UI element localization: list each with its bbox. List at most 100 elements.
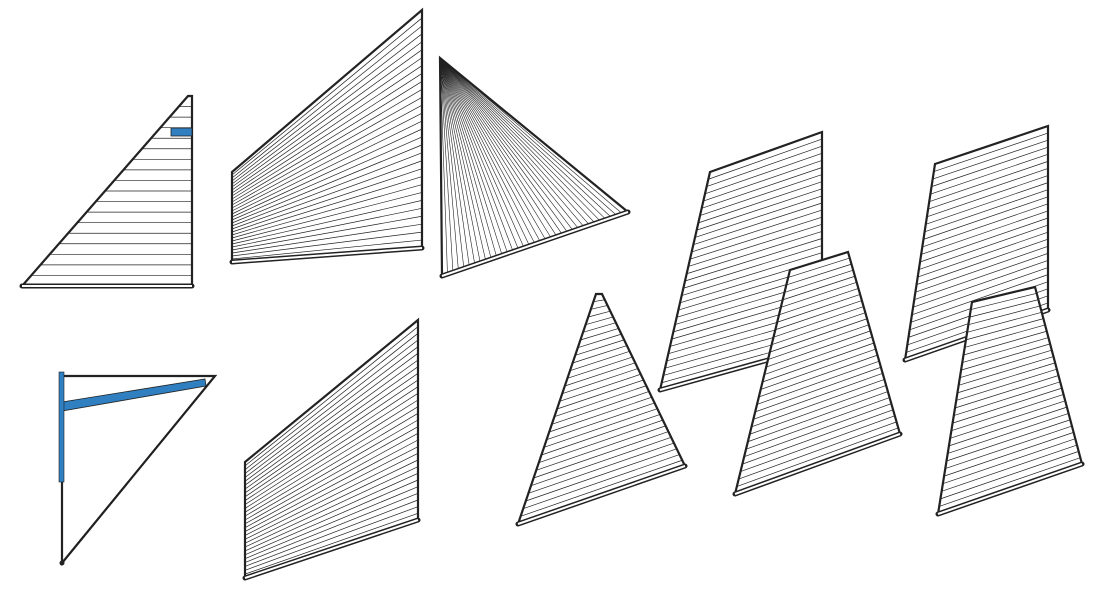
- fan-blind-pleat: [439, 57, 618, 216]
- trapezoid-blind-3-pleat: [933, 132, 1049, 172]
- triangle-blind-pleat: [593, 299, 605, 303]
- slanted-blind-top-pleat: [231, 223, 423, 254]
- slanted-blind-bottom-pleat: [244, 399, 419, 509]
- slanted-blind-top-pleat: [231, 104, 423, 209]
- trapezoid-blind-2-pleat: [788, 257, 850, 278]
- trapezoid-blind-3-pleat: [924, 189, 1049, 233]
- trapezoid-blind-3-pleat: [931, 146, 1049, 187]
- trapezoid-blind-1-pleat: [699, 174, 823, 216]
- fan-blind-pleat: [439, 57, 590, 226]
- trapezoid-blind-1-pleat: [693, 202, 823, 245]
- fan-blind-pleat: [439, 57, 454, 273]
- trapezoid-blind-1-pleat: [691, 209, 823, 253]
- trapezoid-blind-3-pleat: [926, 175, 1049, 218]
- trapezoid-blind-4-pleat: [970, 292, 1037, 310]
- trapezoid-blind-2-pleat: [740, 415, 895, 472]
- triangle-blind-pleat: [556, 379, 644, 410]
- fan-blind-pleat: [439, 57, 623, 215]
- triangle-blind-pleat: [523, 454, 680, 509]
- trapezoid-blind-1-pleat: [689, 216, 823, 260]
- slanted-blind-top-pleat: [231, 17, 423, 176]
- slanted-blind-top-pleat: [231, 160, 423, 230]
- slanted-blind-bottom-pleat: [244, 353, 419, 482]
- trapezoid-blind-1-pleat: [696, 188, 823, 231]
- triangle-blind-bottom-left-pleat: [61, 375, 216, 564]
- trapezoid-blind-3-pleat: [915, 245, 1049, 293]
- fan-blind-pleat: [439, 57, 481, 263]
- fan-blind-pleat: [439, 57, 558, 237]
- trapezoid-blind-2-pleat: [745, 397, 890, 450]
- fan-blind-pleat: [439, 57, 579, 230]
- triangle-blind-pleat: [564, 362, 636, 387]
- blue-headrail-bracket: [170, 127, 193, 137]
- triangle-blind-pleat: [525, 448, 677, 502]
- slanted-blind-top-pleat: [231, 120, 423, 215]
- slanted-blind-top-pleat: [231, 73, 423, 197]
- trapezoid-blind-2-pleat: [773, 306, 864, 338]
- trapezoid-blind-3-pleat: [912, 260, 1049, 308]
- slanted-blind-bottom-pleat: [244, 466, 419, 548]
- slanted-blind-bottom-pleat: [244, 393, 419, 505]
- triangle-blind-pleat: [554, 385, 647, 417]
- trapezoid-blind-4-pleat: [954, 375, 1059, 409]
- slanted-blind-top-pleat: [231, 96, 423, 206]
- slanted-blind-top-pleat: [231, 192, 423, 242]
- trapezoid-blind-2-pleat: [744, 403, 892, 457]
- triangle-blind-pleat: [577, 333, 622, 349]
- trapezoid-blind-2-pleat: [780, 282, 857, 308]
- trapezoid-blind-4-pleat: [951, 394, 1064, 432]
- fan-blind-bottom-rail-inner: [441, 211, 629, 277]
- trapezoid-blind-2-pleat: [786, 263, 852, 286]
- fan-blind-pleat: [439, 57, 530, 247]
- triangle-blind-pleat: [575, 339, 625, 356]
- trapezoid-blind-4-pleat: [943, 432, 1074, 477]
- slanted-blind-top-pleat: [231, 200, 423, 245]
- slanted-blind-top-pleat: [231, 112, 423, 212]
- trapezoid-blind-4-pleat: [968, 305, 1041, 326]
- trapezoid-blind-1-pleat: [688, 223, 823, 267]
- trapezoid-blind-2-pleat: [738, 421, 897, 480]
- slanted-blind-bottom-pleat: [244, 366, 419, 490]
- trapezoid-blind-2-pleat: [747, 391, 888, 443]
- trapezoid-blind-2-pleat: [775, 300, 862, 331]
- fan-blind-pleat: [439, 57, 514, 252]
- fan-blind-pleat: [439, 57, 541, 243]
- trapezoid-blind-4-pleat: [939, 457, 1081, 507]
- fan-blind-pleat: [439, 57, 476, 265]
- trapezoid-blind-1-pleat: [684, 238, 823, 282]
- slanted-blind-bottom-pleat: [244, 439, 419, 532]
- slanted-blind-top-pleat: [231, 89, 423, 203]
- trapezoid-blind-2-pleat: [771, 312, 866, 345]
- trapezoid-blind-4-pleat: [962, 337, 1049, 363]
- slanted-blind-top-pleat: [231, 215, 423, 251]
- slanted-blind-top-pleat: [231, 176, 423, 236]
- fan-blind-pleat: [439, 57, 585, 228]
- trapezoid-blind-3-pleat: [929, 161, 1049, 203]
- triangle-blind-pleat: [569, 351, 630, 371]
- fan-blind-pleat: [439, 57, 601, 222]
- slanted-blind-bottom-pleat: [244, 413, 419, 517]
- trapezoid-blind-2-pleat: [736, 427, 899, 487]
- fan-blind-pleat: [439, 57, 547, 241]
- trapezoid-blind-4-pleat: [941, 444, 1078, 492]
- triangle-blind-pleat: [528, 442, 675, 494]
- slanted-blind-bottom-pleat: [244, 359, 419, 486]
- trapezoid-blind-3-pleat: [918, 224, 1049, 270]
- triangle-blind-pleat: [582, 322, 616, 333]
- triangle-blind-pleat: [520, 459, 683, 517]
- slanted-blind-top-pleat: [231, 239, 423, 260]
- trapezoid-blind-4-pleat: [957, 362, 1056, 394]
- trapezoid-blind-4-pleat: [945, 425, 1073, 469]
- fan-blind-pleat: [439, 57, 465, 269]
- slanted-blind-top-pleat: [231, 144, 423, 224]
- trapezoid-blind-4-pleat: [956, 368, 1057, 401]
- trapezoid-blind-2-pleat: [758, 354, 878, 398]
- triangle-blind-pleat: [536, 425, 666, 471]
- slanted-blind-top-pleat: [231, 57, 423, 191]
- fan-blind-pleat: [439, 57, 487, 262]
- trapezoid-blind-4-bottom-rail-inner: [937, 463, 1083, 515]
- triangle-blind-pleat: [530, 437, 672, 486]
- slanted-blind-bottom-pleat: [244, 339, 419, 474]
- trapezoid-blind-2-pleat: [760, 348, 876, 390]
